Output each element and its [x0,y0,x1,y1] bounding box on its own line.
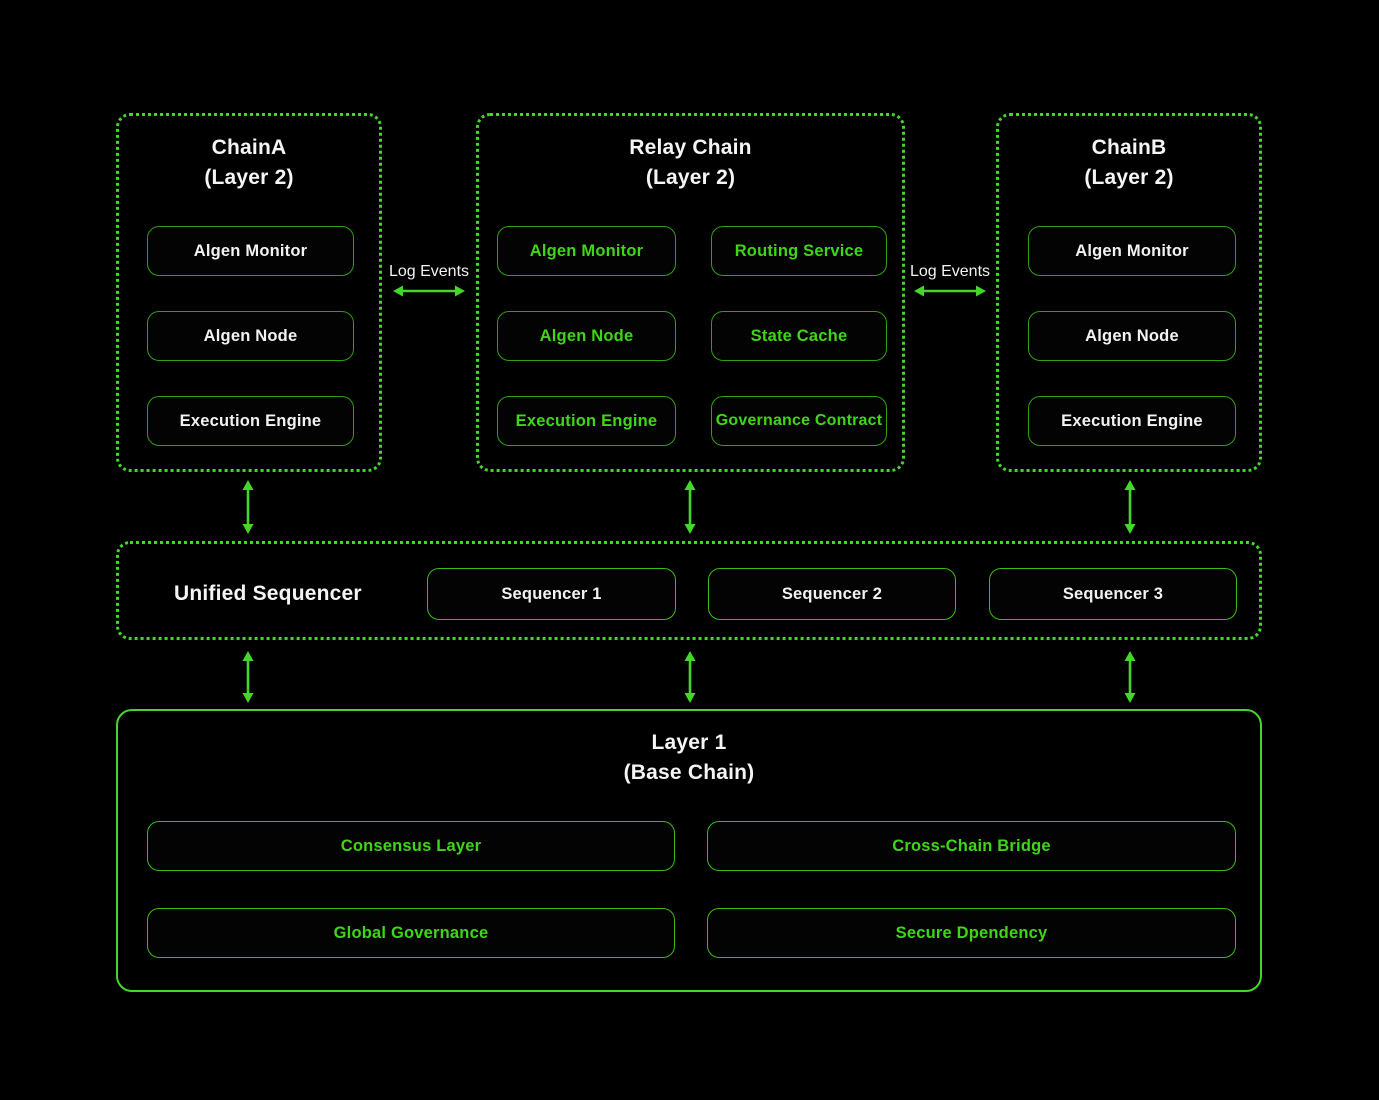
node-cross-chain-bridge: Cross-Chain Bridge [707,821,1236,871]
relay-subtitle: (Layer 2) [645,166,736,189]
arrow-sequencer-layer1-left [242,651,254,703]
node-secure-dpendency: Secure Dpendency [707,908,1236,958]
node-relay-algen-monitor: Algen Monitor [497,226,676,276]
unified-sequencer-title: Unified Sequencer [174,581,362,605]
log-events-right-arrow [914,285,986,297]
panel-chain-b: ChainB (Layer 2) Algen Monitor Algen Nod… [996,113,1262,472]
node-global-governance: Global Governance [147,908,675,958]
panel-unified-sequencer: Unified Sequencer Sequencer 1 Sequencer … [116,541,1262,640]
node-chain-b-algen-node: Algen Node [1028,311,1236,361]
node-consensus-layer: Consensus Layer [147,821,675,871]
node-relay-execution-engine: Execution Engine [497,396,676,446]
node-sequencer-3: Sequencer 3 [989,568,1237,620]
panel-layer-1: Layer 1 (Base Chain) Consensus Layer Cro… [116,709,1262,992]
relay-title-block: Relay Chain (Layer 2) [479,116,902,193]
log-events-right-label: Log Events [909,263,991,280]
log-events-left-arrow [393,285,465,297]
chain-a-subtitle: (Layer 2) [204,166,294,189]
node-chain-b-algen-monitor: Algen Monitor [1028,226,1236,276]
node-sequencer-1: Sequencer 1 [427,568,676,620]
node-relay-routing-service: Routing Service [711,226,887,276]
relay-title: Relay Chain [629,136,752,159]
panel-chain-a: ChainA (Layer 2) Algen Monitor Algen Nod… [116,113,382,472]
layer1-title-block: Layer 1 (Base Chain) [118,711,1260,788]
panel-relay-chain: Relay Chain (Layer 2) Algen Monitor Rout… [476,113,905,472]
node-chain-a-algen-node: Algen Node [147,311,354,361]
arrow-sequencer-layer1-center [684,651,696,703]
arrow-relay-sequencer [684,480,696,534]
node-relay-algen-node: Algen Node [497,311,676,361]
node-relay-governance-contract: Governance Contract [711,396,887,446]
log-events-left-label: Log Events [388,263,470,280]
arrow-chain-b-sequencer [1124,480,1136,534]
node-chain-a-execution-engine: Execution Engine [147,396,354,446]
arrow-chain-a-sequencer [242,480,254,534]
node-relay-state-cache: State Cache [711,311,887,361]
layer1-subtitle: (Base Chain) [623,761,755,784]
chain-a-title-block: ChainA (Layer 2) [119,116,379,193]
arrow-sequencer-layer1-right [1124,651,1136,703]
chain-a-title: ChainA [211,136,287,159]
node-chain-b-execution-engine: Execution Engine [1028,396,1236,446]
chain-b-title: ChainB [1091,136,1167,159]
chain-b-title-block: ChainB (Layer 2) [999,116,1259,193]
chain-b-subtitle: (Layer 2) [1084,166,1174,189]
node-chain-a-algen-monitor: Algen Monitor [147,226,354,276]
node-sequencer-2: Sequencer 2 [708,568,956,620]
layer1-title: Layer 1 [651,731,727,754]
